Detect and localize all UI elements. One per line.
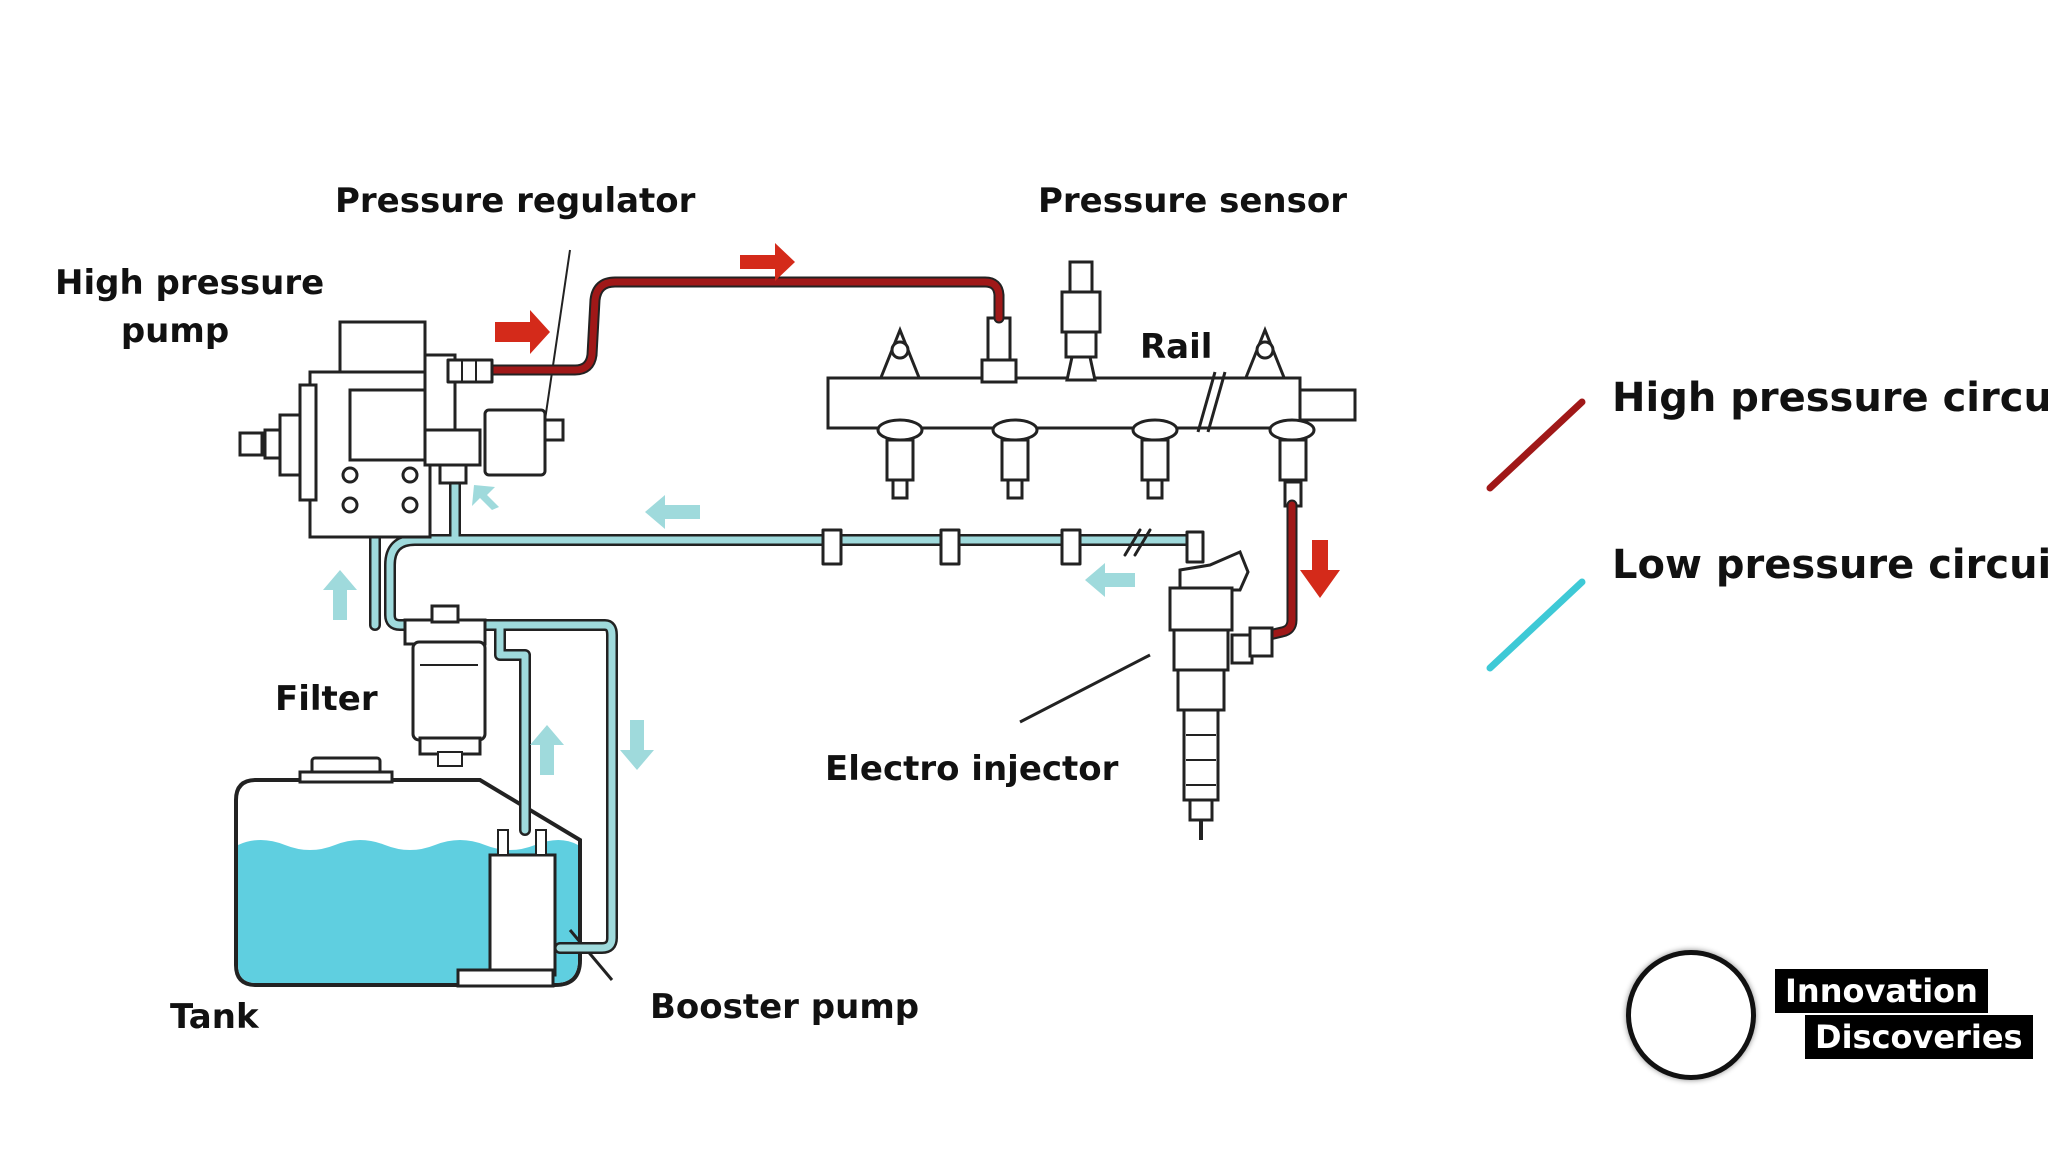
high-pressure-pump-label-line2: pump (120, 311, 230, 351)
flow-arrow-down-left-icon (472, 485, 499, 510)
low-pressure-flow-arrows (323, 485, 1135, 775)
pressure-sensor (1060, 260, 1102, 382)
tank-label: Tank (170, 997, 259, 1037)
fuel-rail (826, 316, 1357, 508)
flow-arrow-up-icon (530, 725, 564, 775)
flow-arrow-down-icon (1300, 540, 1340, 598)
brand-logo (1626, 950, 1756, 1080)
booster-pump-label: Booster pump (650, 987, 920, 1027)
flow-arrow-up-icon (323, 570, 357, 620)
pressure-sensor-label: Pressure sensor (1038, 181, 1347, 221)
flow-arrow-right-icon (740, 243, 795, 281)
flow-arrow-down-icon (620, 720, 654, 770)
rail-label: Rail (1140, 327, 1213, 367)
brand-name-line2: Discoveries (1805, 1015, 2033, 1059)
electro-injector (1019, 550, 1274, 840)
high-pressure-pump-label: High pressure pump (55, 263, 325, 351)
booster-pump (456, 829, 614, 988)
flow-arrow-left-icon (1085, 563, 1135, 597)
high-pressure-lines (446, 276, 1298, 642)
legend-high-pressure-label: High pressure circuit (1612, 375, 2048, 421)
brand-name-line1: Innovation (1775, 969, 1988, 1013)
high-pressure-legend-swatch (1486, 398, 1586, 492)
low-pressure-legend-swatch (1486, 578, 1586, 672)
fuel-filter (403, 604, 487, 767)
high-pressure-pump (238, 320, 492, 539)
pressure-regulator-label: Pressure regulator (335, 181, 696, 221)
high-pressure-flow-arrows (495, 243, 1340, 598)
electro-injector-label: Electro injector (825, 749, 1119, 789)
high-pressure-pump-label-line1: High pressure (55, 263, 325, 303)
pressure-regulator (483, 249, 571, 477)
legend-low-pressure-label: Low pressure circuit (1612, 542, 2048, 588)
filter-label: Filter (275, 679, 378, 719)
flow-arrow-left-icon (645, 495, 700, 529)
flow-arrow-right-icon (495, 310, 550, 354)
